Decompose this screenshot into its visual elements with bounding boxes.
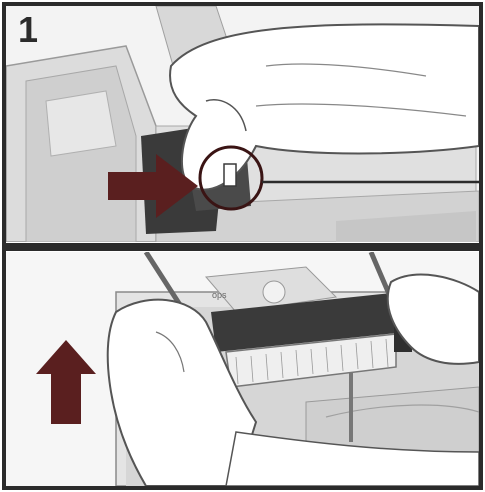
step-number: 1 bbox=[18, 12, 38, 48]
step-1-illustration bbox=[6, 6, 479, 242]
step-2-illustration: ops bbox=[6, 252, 479, 486]
svg-text:ops: ops bbox=[212, 290, 227, 300]
step-1-panel: 1 bbox=[6, 6, 479, 242]
step-2-panel: ops bbox=[6, 252, 479, 486]
